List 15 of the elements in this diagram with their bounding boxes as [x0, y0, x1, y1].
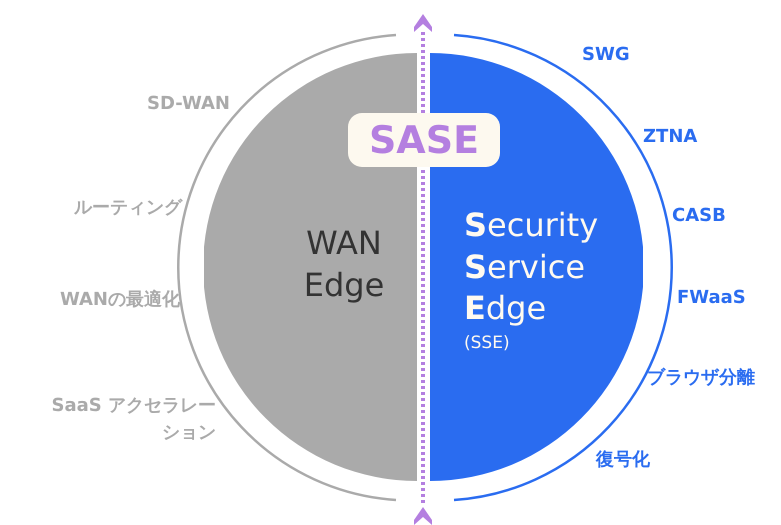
feature-label: SWG [582, 43, 630, 67]
title-badge [348, 113, 500, 167]
feature-label: ZTNA [643, 125, 698, 149]
feature-label: FWaaS [677, 286, 746, 310]
feature-label: SaaS アクセラレーション [50, 394, 216, 445]
feature-label: 復号化 [596, 448, 650, 472]
feature-label: CASB [672, 204, 726, 228]
heading-text: WAN Edge [302, 223, 386, 306]
feature-label: SD-WAN [147, 92, 230, 116]
title-text: SASE [368, 118, 480, 162]
feature-label: ルーティング [74, 196, 182, 220]
heading-text: Security Service Edge [464, 205, 600, 330]
feature-label: ブラウザ分離 [647, 366, 755, 390]
feature-label: WANの最適化 [60, 288, 180, 312]
abbreviation-text: (SSE) [464, 332, 511, 355]
